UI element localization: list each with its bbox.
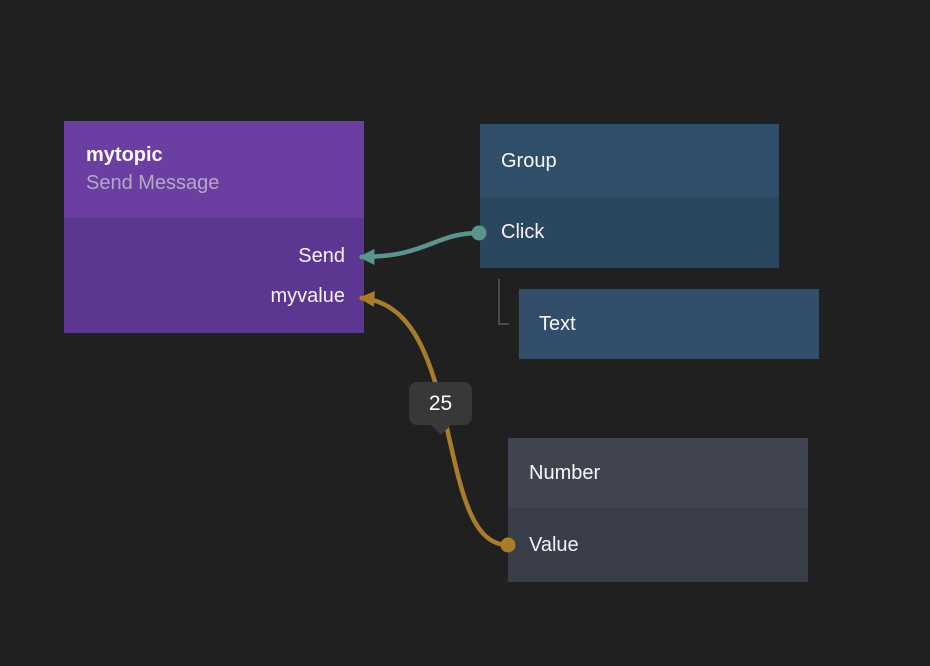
- wire-click-to-send[interactable]: [358, 230, 480, 265]
- node-number-body: Value: [508, 508, 808, 582]
- node-mytopic-header: mytopic Send Message: [64, 121, 364, 218]
- node-group-title: Group: [501, 149, 557, 172]
- node-text-title: Text: [539, 312, 576, 335]
- port-click[interactable]: Click: [501, 221, 545, 243]
- node-number[interactable]: Number Value: [508, 438, 808, 582]
- port-send[interactable]: Send: [298, 245, 345, 267]
- node-mytopic-body: Send myvalue: [64, 218, 364, 333]
- node-group-header: Group: [480, 124, 779, 197]
- node-group[interactable]: Group Click: [480, 124, 779, 268]
- wire-value-tooltip: 25: [409, 382, 472, 425]
- port-myvalue[interactable]: myvalue: [270, 285, 345, 307]
- node-group-body: Click: [480, 197, 779, 268]
- node-mytopic[interactable]: mytopic Send Message Send myvalue: [64, 121, 364, 333]
- node-mytopic-subtitle: Send Message: [86, 172, 220, 194]
- node-mytopic-title: mytopic: [86, 144, 163, 166]
- node-number-header: Number: [508, 438, 808, 508]
- port-value[interactable]: Value: [529, 533, 579, 556]
- node-text[interactable]: Text: [519, 289, 819, 359]
- group-text-tree-link: [498, 279, 509, 325]
- node-number-title: Number: [529, 462, 601, 484]
